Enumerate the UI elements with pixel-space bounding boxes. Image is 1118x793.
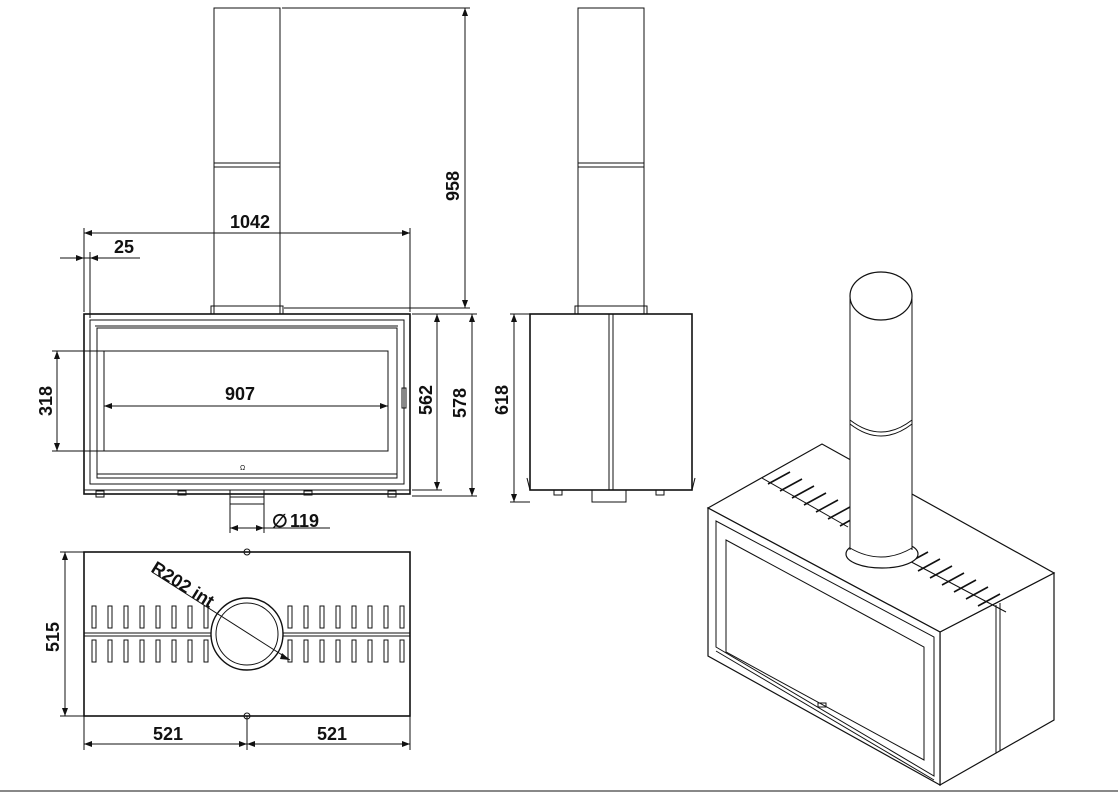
dim-total-height: 578 [412, 313, 477, 497]
dim-top-depth-label: 515 [43, 622, 63, 652]
dim-half-width-left-label: 521 [153, 724, 183, 744]
front-view: Ω 1042 25 [36, 7, 477, 533]
dim-half-width-right-label: 521 [317, 724, 347, 744]
dim-flue-height: 958 [282, 7, 470, 309]
dim-depth: 618 [492, 313, 530, 503]
side-body [526, 313, 696, 503]
dim-side-offset-label: 25 [114, 237, 134, 257]
top-vent-slots [91, 605, 405, 663]
side-view: 618 [492, 7, 696, 503]
dim-depth-label: 618 [492, 385, 512, 415]
iso-glass [725, 539, 925, 761]
diameter-symbol: ∅ [272, 511, 288, 531]
dim-total-height-label: 578 [450, 388, 470, 418]
dim-flue-height-label: 958 [443, 171, 463, 201]
iso-front-face [707, 506, 941, 787]
dim-radius-label: R202 int [148, 557, 218, 611]
dim-top-depth: 515 [43, 551, 84, 717]
front-flue-pipe [210, 7, 284, 315]
dim-glass-width-label: 907 [225, 384, 255, 404]
dim-body-height-label: 562 [416, 385, 436, 415]
iso-flue-pipe [845, 271, 919, 569]
dim-body-height: 562 [412, 313, 442, 491]
dim-glass-height: 318 [36, 350, 104, 452]
dim-width-overall: 1042 [83, 212, 411, 312]
dim-flue-diameter-label: 119 [290, 511, 319, 531]
top-view: R202 int 515 521 521 [43, 548, 411, 750]
dim-width-overall-label: 1042 [230, 212, 270, 232]
top-flue-opening [210, 548, 284, 720]
side-flue-pipe [574, 7, 648, 315]
dim-glass-height-label: 318 [36, 386, 56, 416]
glass-window [103, 350, 389, 452]
dim-glass-width: 907 [104, 384, 388, 409]
dim-half-widths: 521 521 [83, 716, 411, 750]
isometric-view [706, 271, 1056, 787]
dim-flue-diameter: ∅ 119 [229, 504, 330, 533]
brand-logo: Ω [240, 465, 245, 472]
front-body: Ω [83, 313, 411, 505]
dim-side-offset: 25 [60, 237, 140, 318]
